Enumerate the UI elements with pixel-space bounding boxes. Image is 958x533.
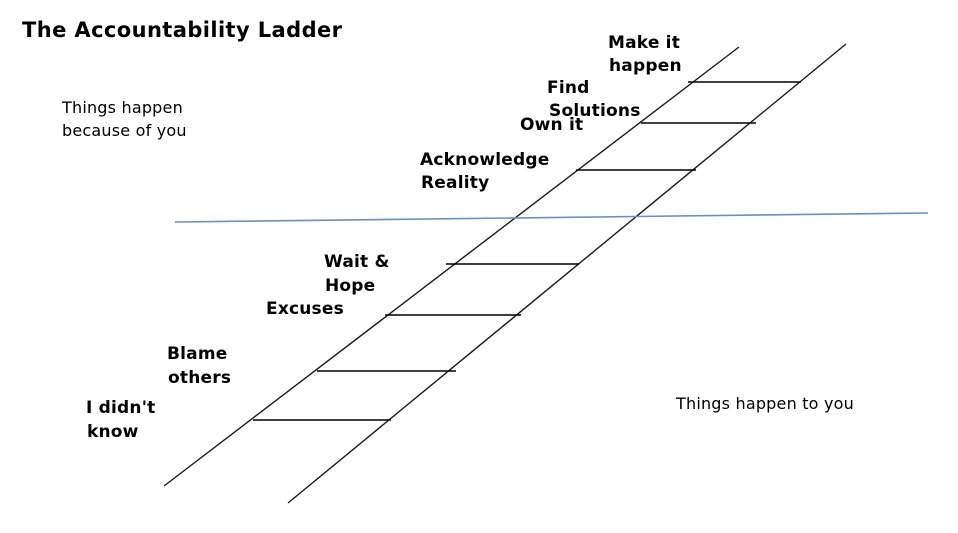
ladder-left-rail [163, 46, 740, 487]
step-label-i-didnt-know-line1: I didn't [86, 398, 156, 418]
step-label-wait-and-hope-line2: Hope [325, 276, 376, 296]
page-title: The Accountability Ladder [22, 18, 343, 42]
note-below-line: Things happen to you [676, 394, 854, 413]
ladder-right-rail [287, 43, 847, 504]
step-label-excuses: Excuses [266, 299, 344, 319]
step-label-find-solutions-line2: Solutions [549, 101, 641, 121]
step-label-blame-others-line1: Blame [167, 344, 228, 364]
step-label-acknowledge-reality-line2: Reality [421, 173, 490, 193]
step-label-blame-others-line2: others [168, 368, 232, 388]
accountability-divider-line [174, 212, 929, 223]
note-above-line-2: because of you [62, 121, 187, 140]
note-above-line-1: Things happen [62, 98, 183, 117]
step-label-acknowledge-reality-line1: Acknowledge [420, 150, 550, 170]
step-label-wait-and-hope-line1: Wait & [324, 252, 390, 272]
step-label-find-solutions-line1: Find [547, 78, 590, 98]
step-label-own-it: Own it [520, 115, 584, 135]
step-label-make-it-happen-line1: Make it [608, 33, 681, 53]
step-label-i-didnt-know-line2: know [87, 422, 139, 442]
step-label-make-it-happen-line2: happen [609, 56, 682, 76]
